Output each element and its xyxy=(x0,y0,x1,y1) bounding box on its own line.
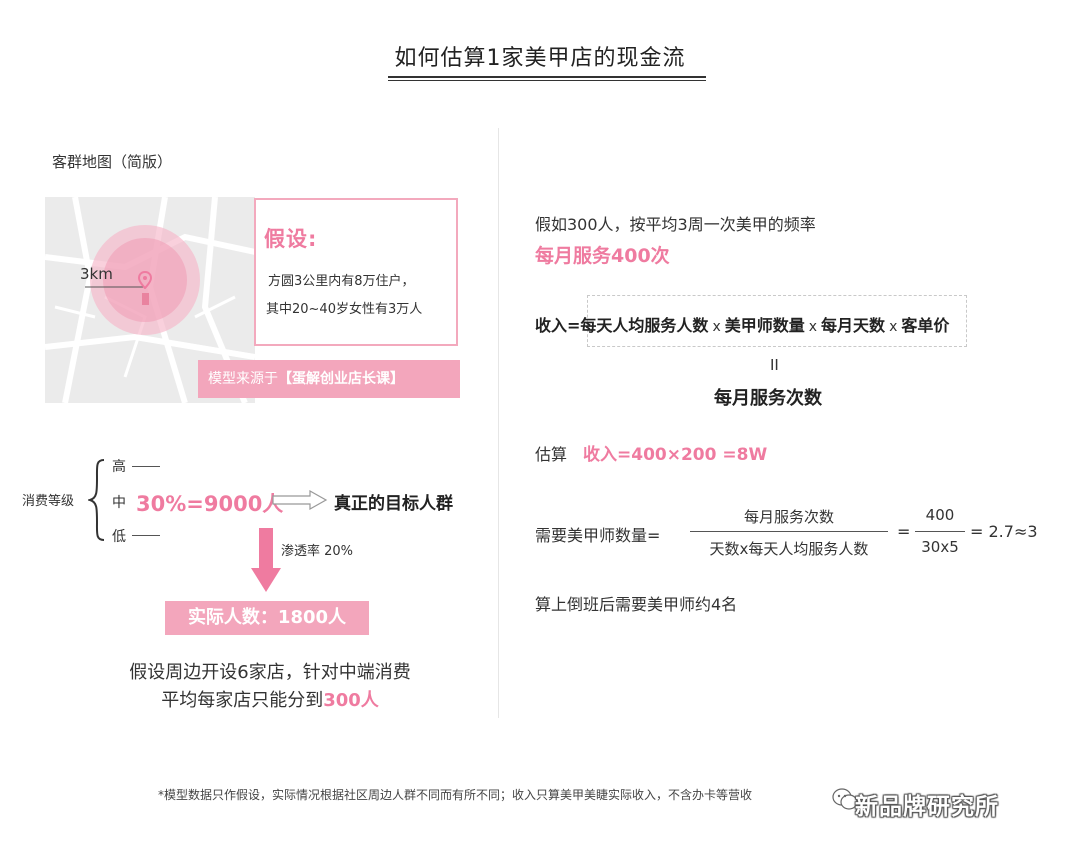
equals-sign: = xyxy=(897,522,911,541)
formula-term-3: 每月天数 xyxy=(821,316,886,335)
level-high-line xyxy=(132,466,160,467)
store-assumption-highlight: 300人 xyxy=(323,690,379,711)
assumption-line-1: 方圆3公里内有8万住户， xyxy=(268,274,415,289)
estimate-value: 收入=400×200 =8W xyxy=(583,445,768,465)
shift-staff-note: 算上倒班后需要美甲师约4名 xyxy=(535,595,738,614)
brace-icon xyxy=(86,458,108,546)
fraction-denominator: 天数x每天人均服务人数 xyxy=(709,540,869,558)
level-low: 低 xyxy=(112,529,126,545)
fraction2-numerator: 400 xyxy=(925,506,955,524)
customer-map: 3km xyxy=(45,197,255,403)
assumption-box xyxy=(254,198,458,346)
right-arrow-icon xyxy=(272,489,328,514)
formula-term-1: 每天人均服务人数 xyxy=(580,316,709,335)
level-low-line xyxy=(132,535,160,536)
fraction-bar xyxy=(690,531,888,532)
formula-term-4: 客单价 xyxy=(901,316,950,335)
fraction-numerator: 每月服务次数 xyxy=(743,508,834,526)
level-high: 高 xyxy=(112,459,126,475)
source-prefix: 模型来源于 xyxy=(208,371,278,387)
page-title: 如何估算1家美甲店的现金流 xyxy=(394,46,686,71)
times-sign: x xyxy=(889,319,898,335)
formula-dashed-box xyxy=(587,295,967,347)
fraction2-bar xyxy=(915,531,965,532)
watermark: 新品牌研究所 xyxy=(855,794,999,820)
center-divider xyxy=(498,128,499,718)
assumption-title: 假设: xyxy=(264,227,318,251)
actual-count-banner: 实际人数：1800人 xyxy=(165,601,369,635)
staff-result: = 2.7≈3 xyxy=(970,522,1038,541)
footnote: *模型数据只作假设，实际情况根据社区周边人群不同而有所不同；收入只算美甲美睫实际… xyxy=(158,788,753,802)
estimate-label: 估算 xyxy=(535,445,568,464)
target-group-label: 真正的目标人群 xyxy=(334,494,453,514)
vertical-equals: II xyxy=(770,356,779,374)
frequency-assumption: 假如300人，按平均3周一次美甲的频率 xyxy=(535,215,816,234)
consumption-level-label: 消费等级 xyxy=(22,494,75,509)
mid-level-value: 30%=9000人 xyxy=(136,492,284,516)
assumption-line-2: 其中20~40岁女性有3万人 xyxy=(266,302,423,317)
store-assumption-line-1: 假设周边开设6家店，针对中端消费 xyxy=(129,662,411,683)
times-sign: x xyxy=(712,319,721,335)
formula-lhs: 收入= xyxy=(535,316,581,335)
wechat-icon xyxy=(832,787,858,815)
store-assumption-line-2: 平均每家店只能分到300人 xyxy=(0,686,540,712)
level-mid: 中 xyxy=(112,495,126,511)
down-arrow-icon xyxy=(250,528,282,598)
source-name: 【蛋解创业店长课】 xyxy=(278,371,404,387)
staff-needed-label: 需要美甲师数量= xyxy=(535,526,661,545)
fraction2-denominator: 30x5 xyxy=(921,538,959,556)
title-underline-thin xyxy=(388,80,706,81)
monthly-services: 每月服务400次 xyxy=(535,245,670,267)
map-heading: 客群地图（简版） xyxy=(52,153,173,171)
map-illustration xyxy=(45,197,255,403)
times-sign: x xyxy=(808,319,818,335)
map-radius-label: 3km xyxy=(80,265,113,283)
formula-term-2: 美甲师数量 xyxy=(724,316,805,335)
monthly-service-count: 每月服务次数 xyxy=(714,388,822,409)
store-assumption-prefix: 平均每家店只能分到 xyxy=(161,690,324,711)
title-underline xyxy=(388,76,706,78)
source-banner: 模型来源于【蛋解创业店长课】 xyxy=(198,360,460,398)
penetration-rate: 渗透率 20% xyxy=(281,544,354,559)
